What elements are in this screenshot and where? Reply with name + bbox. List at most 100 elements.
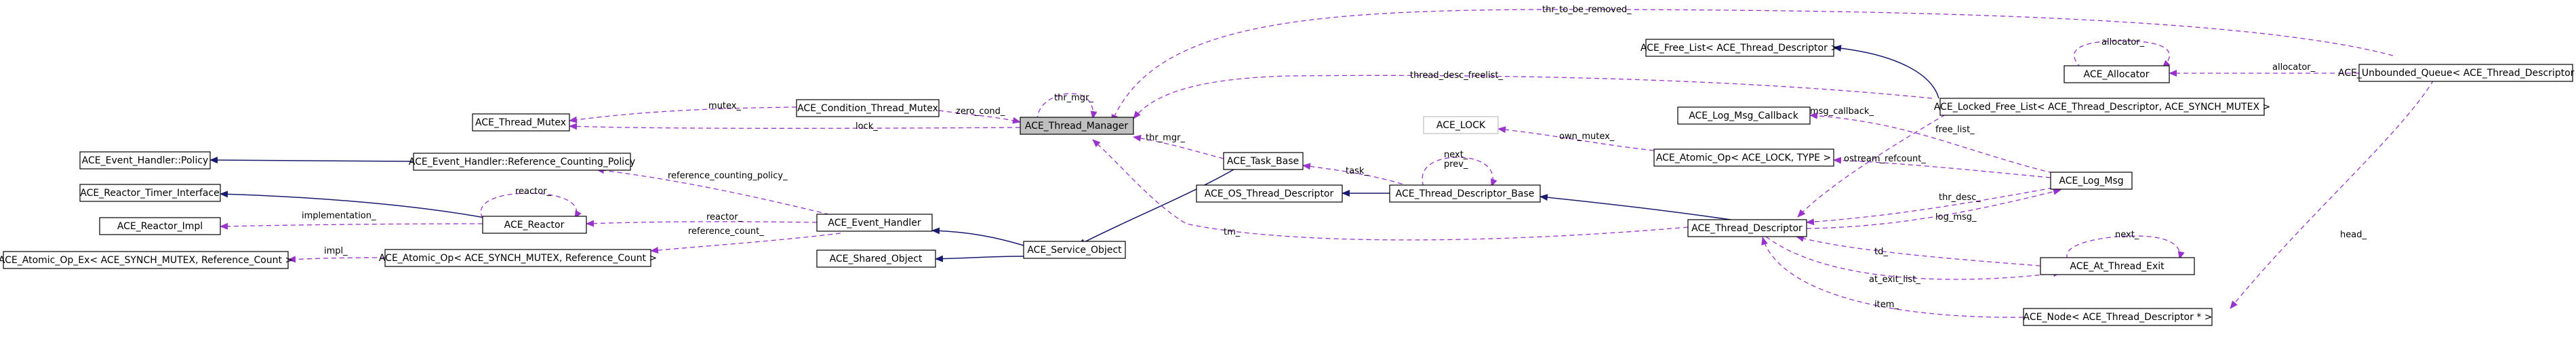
edge-inherit-policy [209,157,414,164]
edge-reference-count [650,233,841,254]
node-ace-event-handler[interactable]: ACE_Event_Handler [816,214,933,232]
node-label: ACE_Atomic_Op< ACE_SYNCH_MUTEX, Referenc… [379,253,657,264]
edge-reactor [586,220,818,227]
node-label: ACE_Thread_Descriptor [1691,223,1803,234]
node-ace-node[interactable]: ACE_Node< ACE_Thread_Descriptor * > [2023,308,2213,326]
edges: thr_to_be_removed_ thread_desc_freelist_… [209,5,2434,318]
edge-label-ostream-refcount: ostream_refcount_ [1844,154,1926,164]
edge-label-thr-mgr-task: thr_mgr_ [1146,133,1185,143]
edge-label-task: task_ [1346,166,1369,176]
node-ace-locked-free-list[interactable]: ACE_Locked_Free_List< ACE_Thread_Descrip… [1934,98,2270,116]
node-ace-service-object[interactable]: ACE_Service_Object [1023,241,1126,259]
node-label: ACE_Unbounded_Queue< ACE_Thread_Descript… [2338,68,2576,79]
edge-label-log-msg: log_msg_ [1935,212,1977,222]
node-ace-shared-object[interactable]: ACE_Shared_Object [816,250,936,268]
edge-log-msg [1806,188,2061,229]
node-label: ACE_Node< ACE_Thread_Descriptor * > [2024,312,2213,323]
node-label: ACE_Event_Handler::Policy [82,155,209,166]
node-label: ACE_At_Thread_Exit [2070,261,2165,272]
edge-label-thr-mgr-self: thr_mgr_ [1054,93,1093,103]
edge-label-reference-counting-policy: reference_counting_policy_ [668,171,788,181]
node-ace-atomic-op-ex[interactable]: ACE_Atomic_Op_Ex< ACE_SYNCH_MUTEX, Refer… [0,251,293,269]
edge-label-zero-cond: zero_cond_ [956,106,1005,117]
edge-label-allocator-self: allocator_ [2101,37,2145,47]
edge-thr-mgr-self [1037,93,1098,121]
edge-label-thread-desc-freelist: thread_desc_freelist_ [1410,71,1504,81]
edge-tm [1092,139,1689,241]
node-ace-allocator[interactable]: ACE_Allocator [2064,65,2170,83]
node-ace-reactor-impl[interactable]: ACE_Reactor_Impl [99,217,221,235]
node-label: ACE_Log_Msg_Callback [1689,111,1799,121]
edge-allocator-self [2074,40,2171,68]
node-label: ACE_Shared_Object [830,254,923,264]
edge-label-td: td_ [1874,247,1888,257]
edge-label-reactor-self: reactor_ [515,186,552,197]
edge-mutex [569,106,797,123]
edge-label-free-list: free_list_ [1935,125,1975,135]
node-ace-atomic-op-lock-type[interactable]: ACE_Atomic_Op< ACE_LOCK, TYPE > [1653,148,1834,167]
node-ace-reactor-timer-interface[interactable]: ACE_Reactor_Timer_Interface [79,184,221,202]
node-label: ACE_Thread_Manager [1025,121,1129,132]
edge-label-thr-desc: thr_desc_ [1939,193,1981,203]
node-ace-event-handler-reference-counting-policy[interactable]: ACE_Event_Handler::Reference_Counting_Po… [409,153,635,171]
edge-label-reference-count: reference_count_ [688,226,764,237]
edge-inherit-event-handler [931,227,1024,246]
edge-label-next-prev: next_prev_ [1444,150,1468,170]
node-ace-thread-mutex[interactable]: ACE_Thread_Mutex [472,113,570,132]
node-ace-thread-descriptor[interactable]: ACE_Thread_Descriptor [1687,219,1807,237]
node-ace-log-msg-callback[interactable]: ACE_Log_Msg_Callback [1677,106,1811,125]
edge-task [1302,163,1411,187]
node-ace-thread-descriptor-base[interactable]: ACE_Thread_Descriptor_Base [1389,184,1541,203]
node-ace-os-thread-descriptor[interactable]: ACE_OS_Thread_Descriptor [1196,184,1343,203]
edge-label-mutex: mutex_ [708,101,741,111]
edge-label-allocator: allocator_ [2272,62,2316,73]
node-ace-atomic-op-sync-mutex[interactable]: ACE_Atomic_Op< ACE_SYNCH_MUTEX, Referenc… [379,249,657,267]
node-label: ACE_Log_Msg [2059,176,2123,186]
node-ace-thread-manager[interactable]: ACE_Thread_Manager [1020,117,1134,135]
edge-td [1796,235,2041,266]
node-ace-event-handler-policy[interactable]: ACE_Event_Handler::Policy [79,151,211,170]
node-label: ACE_Free_List< ACE_Thread_Descriptor > [1641,43,1838,54]
node-ace-task-base[interactable]: ACE_Task_Base [1223,152,1304,170]
edge-impl [287,256,386,263]
edge-label-lock: lock_ [856,121,878,132]
edge-implementation [220,222,483,230]
edge-inherit-reactor-timer [220,191,489,219]
edge-label-own-mutex: own_mutex_ [1559,132,1615,142]
edge-label-at-exit-list: at_exit_list_ [1869,275,1920,285]
edge-inherit-free-list [1833,45,1939,99]
node-label: ACE_Reactor [504,220,565,231]
node-label: ACE_Thread_Descriptor_Base [1396,188,1535,199]
edge-label-reactor: reactor_ [706,212,743,222]
edge-free-list [1797,110,1953,218]
edge-label-next: next_ [2115,230,2139,240]
node-ace-free-list[interactable]: ACE_Free_List< ACE_Thread_Descriptor > [1641,39,1838,57]
edge-reference-counting-policy [596,167,862,223]
node-label: ACE_Locked_Free_List< ACE_Thread_Descrip… [1934,102,2270,113]
node-label: ACE_Atomic_Op_Ex< ACE_SYNCH_MUTEX, Refer… [0,255,293,266]
edge-head [2230,79,2434,309]
edge-next [2066,235,2185,260]
edge-msg-callback [1809,112,2061,176]
edge-inherit-shared-object [935,255,1024,262]
edge-label-item: item_ [1874,300,1899,310]
edge-at-exit-list [1765,236,2061,280]
edge-thr-to-be-removed [1111,9,2394,123]
node-ace-reactor[interactable]: ACE_Reactor [482,216,587,234]
node-ace-log-msg[interactable]: ACE_Log_Msg [2050,172,2133,190]
node-ace-lock[interactable]: ACE_LOCK [1423,116,1499,134]
edge-lock [569,123,1021,130]
node-label: ACE_Thread_Mutex [475,117,566,128]
edge-label-msg-callback: msg_callback_ [1810,106,1874,117]
node-ace-at-thread-exit[interactable]: ACE_At_Thread_Exit [2040,257,2195,275]
node-label: ACE_Service_Object [1027,245,1122,256]
edge-label-head: head_ [2340,230,2367,240]
node-ace-unbounded-queue[interactable]: ACE_Unbounded_Queue< ACE_Thread_Descript… [2338,64,2576,82]
node-label: ACE_Allocator [2084,69,2150,80]
node-label: ACE_Reactor_Timer_Interface [80,188,219,199]
nodes: ACE_Thread_Manager ACE_Thread_Mutex ACE_… [0,39,2576,326]
edge-thr-desc [1806,186,2061,226]
edge-ostream-refcount [1833,157,2051,178]
node-ace-condition-thread-mutex[interactable]: ACE_Condition_Thread_Mutex [796,99,940,117]
